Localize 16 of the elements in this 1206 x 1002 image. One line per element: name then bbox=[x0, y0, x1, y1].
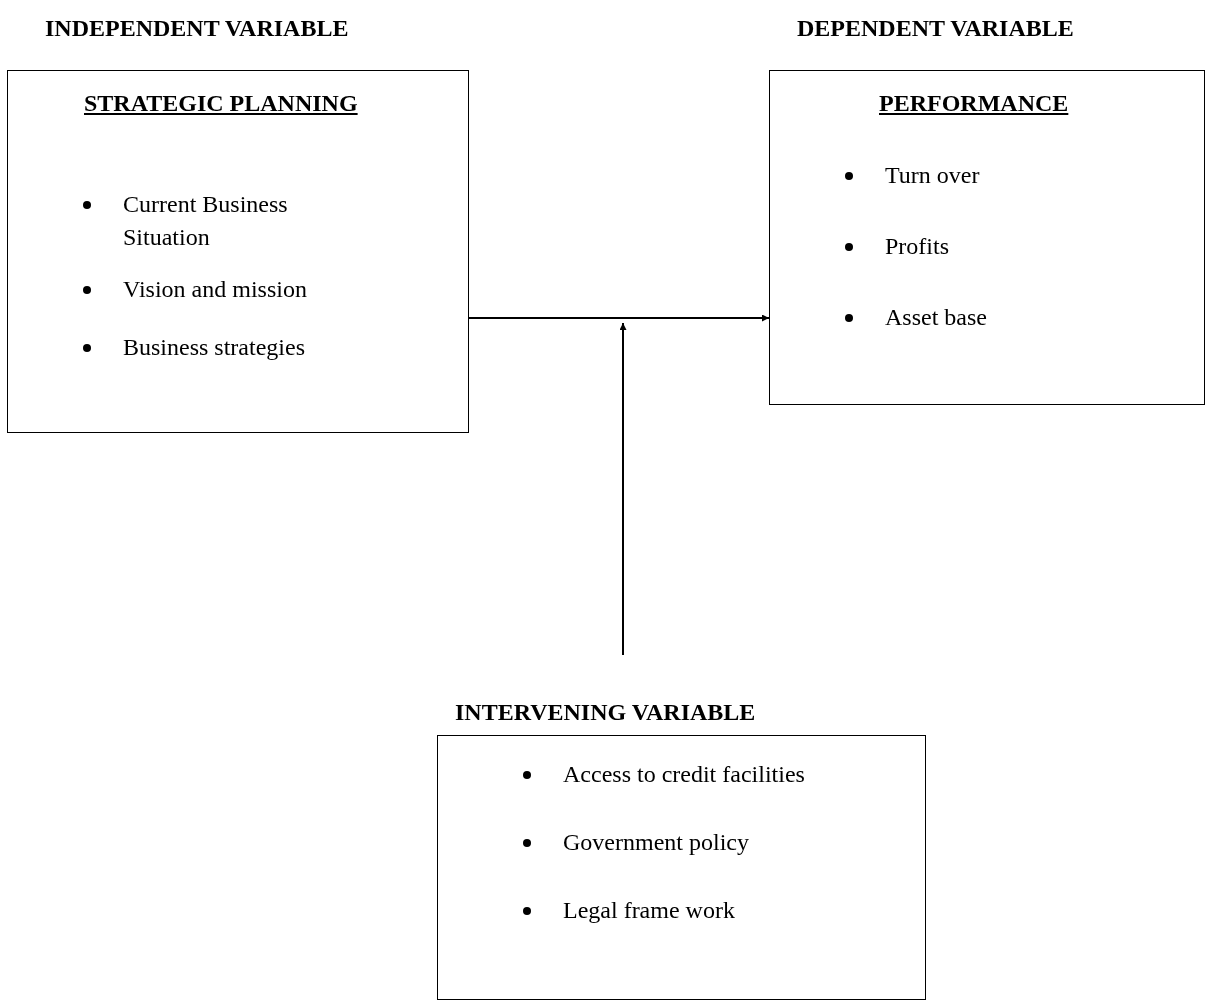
bullet-item: Government policy bbox=[563, 828, 750, 857]
arrow bbox=[619, 322, 627, 656]
variable-heading: INTERVENING VARIABLE bbox=[455, 698, 756, 726]
bullet-item: Access to credit facilities bbox=[563, 760, 806, 789]
bullet-item: Current Business Situation bbox=[123, 190, 289, 252]
variable-heading: DEPENDENT VARIABLE bbox=[797, 14, 1074, 42]
bullet-item: Profits bbox=[885, 232, 950, 261]
arrow bbox=[468, 314, 770, 322]
variable-heading: INDEPENDENT VARIABLE bbox=[45, 14, 349, 42]
bullet-item: Asset base bbox=[885, 303, 988, 332]
bullet-item: Legal frame work bbox=[563, 896, 736, 925]
bullet-item: Vision and mission bbox=[123, 275, 308, 304]
bullet-item: Business strategies bbox=[123, 333, 306, 362]
box-title: STRATEGIC PLANNING bbox=[84, 89, 358, 117]
box-title: PERFORMANCE bbox=[879, 89, 1069, 117]
bullet-item: Turn over bbox=[885, 161, 981, 190]
